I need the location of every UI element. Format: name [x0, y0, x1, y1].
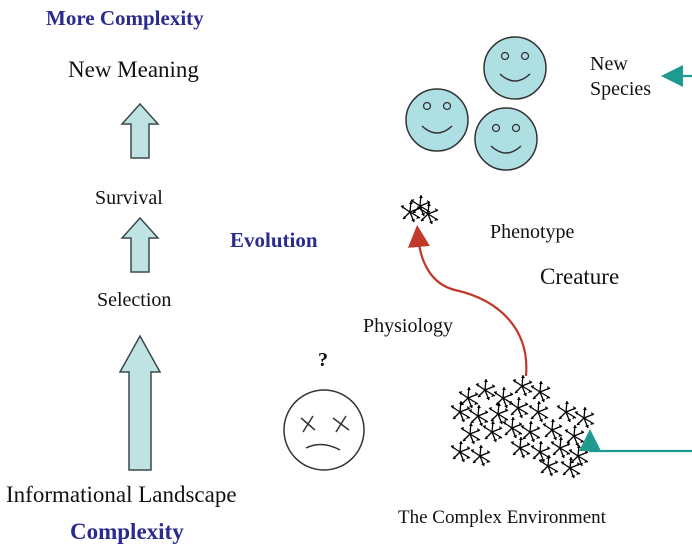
creature-label: Creature [540, 264, 620, 289]
survival-label: Survival [95, 187, 163, 209]
dead-face-icon [283, 389, 365, 471]
new-species-label: New Species [590, 53, 652, 100]
question-mark-label: ? [318, 349, 328, 371]
smiley-face-icon [474, 107, 538, 171]
more-complexity-label: More Complexity [46, 6, 204, 30]
smiley-face-icon [405, 88, 469, 152]
new-meaning-label: New Meaning [68, 57, 199, 82]
selection-label: Selection [97, 289, 172, 311]
phenotype-label: Phenotype [490, 221, 575, 243]
environment-cluster [450, 374, 595, 479]
informational-landscape-label: Informational Landscape [6, 482, 237, 507]
evolution-label: Evolution [230, 228, 318, 252]
up-arrow-survival [120, 216, 160, 273]
complex-environment-label: The Complex Environment [398, 507, 606, 528]
complexity-label: Complexity [70, 519, 184, 544]
physiology-label: Physiology [363, 315, 454, 337]
up-arrow-new-meaning [120, 102, 160, 159]
physiology-arrow [407, 225, 528, 377]
up-arrow-selection [118, 334, 162, 471]
smiley-face-icon [483, 36, 547, 100]
star-cluster-icon [400, 194, 439, 225]
teal-feedback-line [579, 429, 692, 453]
